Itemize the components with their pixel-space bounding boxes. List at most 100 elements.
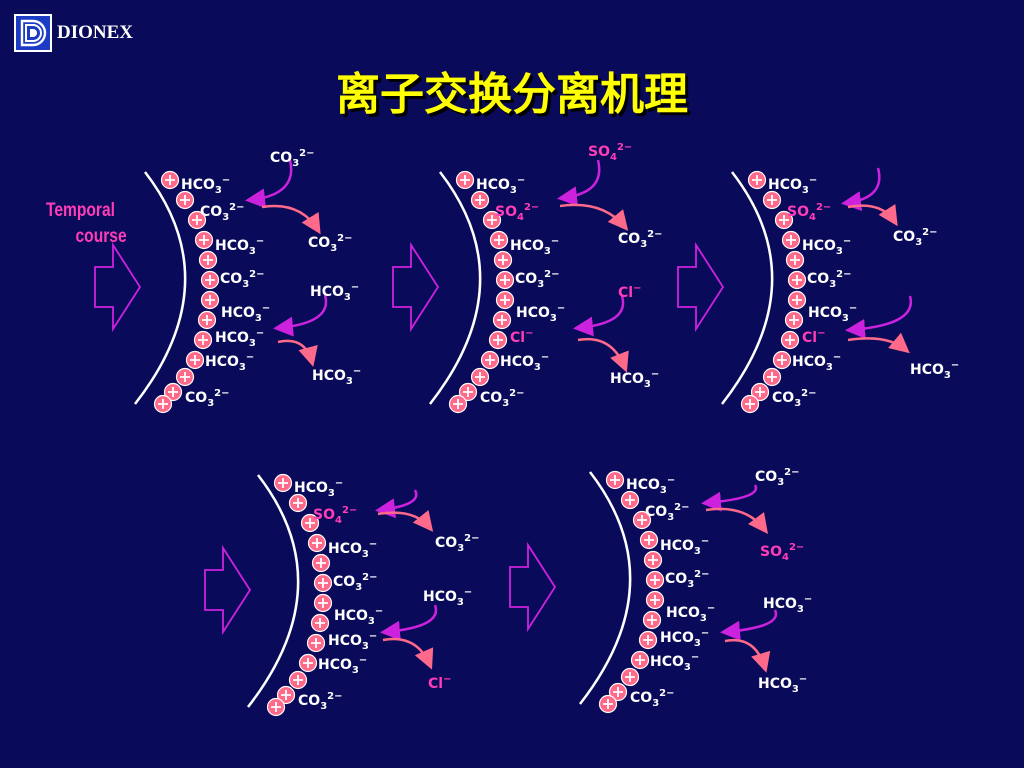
outgoing-arrow (277, 339, 318, 367)
plus-charge-icon (307, 533, 327, 553)
mobile-ion-label: HCO3− (312, 366, 361, 387)
resin-ion-label: HCO3− (626, 475, 675, 496)
exchange-panel-4: HCO3−SO42−HCO3−CO32−HCO3−HCO3−HCO3−CO32−… (204, 473, 480, 717)
mobile-ion-label: SO42− (760, 542, 804, 563)
plus-charge-icon (455, 170, 475, 190)
resin-ion-label: CO32− (480, 388, 525, 409)
plus-charge-icon (175, 190, 195, 210)
resin-ion-label: HCO3− (660, 536, 709, 557)
plus-charge-icon (762, 190, 782, 210)
exchange-panel-2: HCO3−SO42−HCO3−CO32−HCO3−Cl−HCO3−CO32−SO… (392, 142, 663, 414)
plus-charge-icon (740, 394, 760, 414)
resin-ion-label: CO32− (200, 202, 245, 223)
plus-charge-icon (175, 367, 195, 387)
incoming-arrow (557, 159, 601, 207)
plus-charge-icon (620, 490, 640, 510)
resin-ion-label: HCO3− (334, 606, 383, 627)
plus-charge-icon (313, 573, 333, 593)
outgoing-arrow (559, 203, 629, 231)
resin-ion-label: CO32− (298, 691, 343, 712)
mobile-ion-label: HCO3− (310, 282, 359, 303)
dionex-d-logo-icon (14, 14, 52, 52)
outgoing-arrow (705, 507, 769, 534)
plus-charge-icon (605, 470, 625, 490)
mobile-ion-label: HCO3− (910, 360, 959, 381)
time-progression-arrow-icon (677, 241, 725, 333)
plus-charge-icon (630, 650, 650, 670)
plus-charge-icon (495, 290, 515, 310)
resin-ion-label: HCO3− (294, 478, 343, 499)
resin-ion-label: HCO3− (516, 303, 565, 324)
plus-charge-icon (785, 250, 805, 270)
resin-ion-label: CO32− (645, 502, 690, 523)
plus-charge-icon (638, 630, 658, 650)
plus-charge-icon (310, 613, 330, 633)
plus-charge-icon (608, 682, 628, 702)
plus-charge-icon (632, 510, 652, 530)
plus-charge-icon (448, 394, 468, 414)
plus-charge-icon (495, 270, 515, 290)
plus-charge-icon (772, 350, 792, 370)
exchange-panel-1: HCO3−CO32−HCO3−CO32−HCO3−HCO3−HCO3−CO32−… (94, 148, 361, 414)
incoming-arrow (573, 295, 625, 337)
outgoing-arrow (261, 204, 321, 235)
plus-charge-icon (787, 270, 807, 290)
page-title: 离子交换分离机理 (336, 69, 688, 120)
resin-ion-label: HCO3− (215, 328, 264, 349)
plus-charge-icon (774, 210, 794, 230)
outgoing-arrow (724, 638, 771, 673)
plus-charge-icon (480, 350, 500, 370)
resin-ion-label: HCO3− (318, 655, 367, 676)
resin-ion-label: CO32− (630, 688, 675, 709)
plus-charge-icon (780, 330, 800, 350)
exchange-panel-3: HCO3−SO42−HCO3−CO32−HCO3−Cl−HCO3−CO32−CO… (677, 167, 959, 414)
plus-charge-icon (482, 210, 502, 230)
plus-charge-icon (493, 250, 513, 270)
plus-charge-icon (276, 685, 296, 705)
mobile-ion-label: HCO3− (763, 594, 812, 615)
resin-ion-label: CO32− (333, 572, 378, 593)
plus-charge-icon (197, 310, 217, 330)
outgoing-arrow (377, 510, 434, 532)
resin-ion-label: CO32− (772, 388, 817, 409)
plus-charge-icon (266, 697, 286, 717)
plus-charge-icon (311, 553, 331, 573)
incoming-arrow (273, 294, 328, 337)
resin-ion-label: HCO3− (660, 628, 709, 649)
mobile-ion-label: HCO3− (423, 587, 472, 608)
resin-surface (721, 171, 774, 405)
plus-charge-icon (306, 633, 326, 653)
resin-ion-label: HCO3− (476, 175, 525, 196)
resin-ion-label: HCO3− (650, 652, 699, 673)
plus-charge-icon (300, 513, 320, 533)
resin-ion-label: HCO3− (666, 603, 715, 624)
plus-charge-icon (750, 382, 770, 402)
plus-charge-icon (492, 310, 512, 330)
outgoing-arrow (577, 337, 629, 373)
mobile-ion-label: CO32− (435, 533, 480, 554)
plus-charge-icon (198, 250, 218, 270)
plus-charge-icon (645, 570, 665, 590)
plus-charge-icon (488, 330, 508, 350)
mobile-ion-label: HCO3− (758, 674, 807, 695)
plus-charge-icon (153, 394, 173, 414)
resin-ion-label: CO32− (220, 269, 265, 290)
time-progression-arrow-icon (392, 241, 440, 333)
mobile-ion-label: CO32− (755, 467, 800, 488)
resin-surface (579, 471, 632, 705)
plus-charge-icon (784, 310, 804, 330)
resin-ion-label: HCO3− (500, 352, 549, 373)
resin-ion-label: HCO3− (510, 236, 559, 257)
plus-charge-icon (747, 170, 767, 190)
time-progression-arrow-icon (204, 544, 252, 636)
resin-ion-label: Cl− (802, 328, 825, 346)
plus-charge-icon (273, 473, 293, 493)
resin-ion-label: HCO3− (802, 236, 851, 257)
mobile-ion-label: SO42− (588, 142, 632, 163)
resin-ion-label: HCO3− (328, 631, 377, 652)
time-progression-arrow-icon (94, 241, 142, 333)
mobile-ion-label: CO32− (893, 227, 938, 248)
incoming-arrow (845, 295, 913, 339)
resin-ion-label: CO32− (807, 269, 852, 290)
resin-ion-label: HCO3− (792, 352, 841, 373)
